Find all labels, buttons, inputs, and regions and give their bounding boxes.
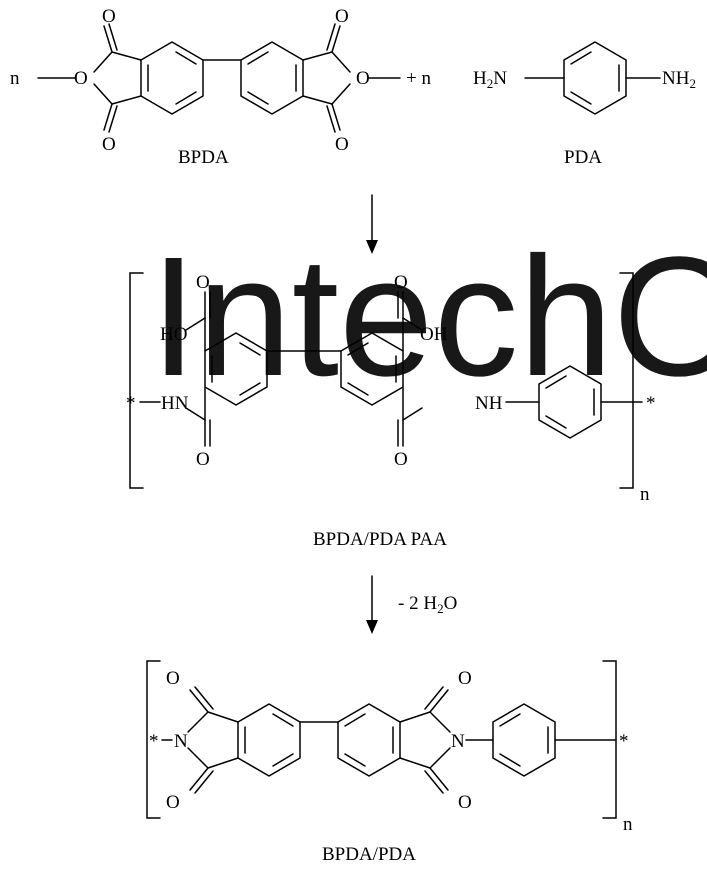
- paa-nh: NH: [475, 393, 503, 414]
- paa-subscript-n: n: [640, 484, 650, 505]
- atom-o: O: [335, 134, 349, 155]
- atom-o: O: [102, 134, 116, 155]
- paa-star-right: *: [646, 393, 656, 414]
- paa-o: O: [394, 449, 408, 470]
- paa-o: O: [196, 272, 210, 293]
- atom-o: O: [356, 68, 370, 89]
- pi-subscript-n: n: [623, 814, 633, 835]
- pi-o: O: [458, 792, 472, 813]
- pi-star-right: *: [619, 731, 629, 752]
- amine-left: H2N: [473, 68, 507, 91]
- paa-hn: HN: [161, 393, 189, 414]
- n-prefix: n: [10, 68, 20, 89]
- reaction-arrow-2: [366, 575, 378, 634]
- pi-o: O: [166, 792, 180, 813]
- pi-n: N: [174, 731, 188, 752]
- pi-label: BPDA/PDA: [322, 844, 416, 865]
- paa-o: O: [196, 449, 210, 470]
- pda-label: PDA: [564, 147, 602, 168]
- reaction-arrow-1: [366, 194, 378, 254]
- paa-o: O: [394, 272, 408, 293]
- step2-condition: - 2 H2O: [398, 593, 457, 616]
- paa-ho: HO: [160, 324, 187, 345]
- pi-o: O: [166, 668, 180, 689]
- bpda-molecule: [37, 23, 401, 133]
- bpda-label: BPDA: [178, 147, 229, 168]
- plus-n: + n: [406, 68, 431, 89]
- paa-structure: [129, 272, 643, 489]
- atom-o: O: [74, 68, 88, 89]
- polyimide-structure: [146, 660, 617, 819]
- paa-star-left: *: [126, 393, 136, 414]
- atom-o: O: [335, 6, 349, 27]
- pda-molecule: [524, 41, 661, 115]
- pi-o: O: [458, 668, 472, 689]
- pi-star-left: *: [149, 731, 159, 752]
- paa-oh: OH: [420, 324, 448, 345]
- watermark: IntechOpen: [150, 222, 707, 412]
- amine-right: NH2: [662, 68, 696, 91]
- watermark-text: IntechOpen: [150, 222, 707, 412]
- pi-n: N: [451, 731, 465, 752]
- paa-label: BPDA/PDA PAA: [313, 529, 447, 550]
- atom-o: O: [102, 6, 116, 27]
